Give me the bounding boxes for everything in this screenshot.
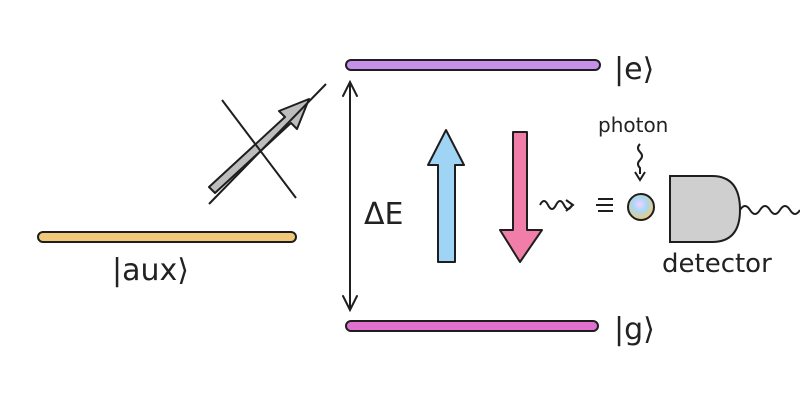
energy-gap-arrow (342, 79, 358, 313)
detector-body (669, 175, 742, 243)
photon-wave-head (565, 199, 575, 212)
up-arrow (427, 129, 465, 263)
detector-label: detector (662, 249, 772, 279)
photon-wave (539, 200, 573, 210)
cross-line-1 (221, 99, 297, 199)
detector-signal-wave (739, 205, 800, 215)
motion-lines (596, 198, 613, 212)
aux-level-bar (37, 231, 297, 243)
down-arrow (499, 131, 543, 263)
cross-line-2 (208, 83, 327, 205)
excited-level-bar (345, 59, 601, 71)
forbidden-transition (208, 83, 327, 205)
photon-ball (627, 193, 655, 221)
photon-pointer-head (634, 171, 646, 182)
crossed-arrow (208, 98, 310, 194)
ground-level-label: |g⟩ (614, 312, 655, 347)
aux-level-label: |aux⟩ (112, 253, 189, 288)
photon-label: photon (598, 113, 668, 137)
ground-level-bar (345, 320, 599, 332)
energy-gap-label: ΔE (364, 197, 403, 232)
excited-level-label: |e⟩ (614, 52, 654, 87)
photon-pointer (637, 143, 643, 174)
